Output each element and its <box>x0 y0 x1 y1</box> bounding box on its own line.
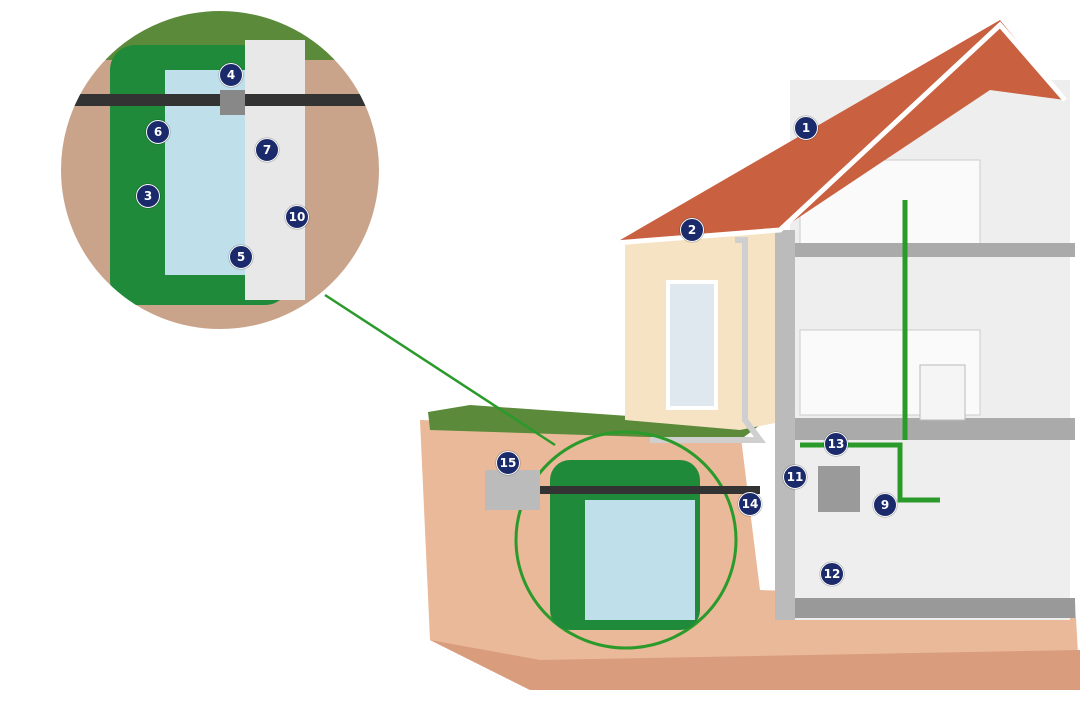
inset-border <box>59 9 381 331</box>
label-1: 1 <box>794 116 818 140</box>
lawn <box>428 405 760 440</box>
water-pipe <box>800 200 940 503</box>
label-3: 3 <box>136 184 160 208</box>
label-9: 9 <box>873 493 897 517</box>
label-15: 15 <box>496 451 520 475</box>
washing-machine <box>919 364 966 421</box>
roof <box>615 20 1065 243</box>
floor-2 <box>790 418 1075 440</box>
tank-connector-circle <box>514 430 738 650</box>
label-10: 10 <box>285 205 309 229</box>
label-7: 7 <box>255 138 279 162</box>
tank-detail-inset <box>60 10 380 330</box>
label-14: 14 <box>738 492 762 516</box>
label-5: 5 <box>229 245 253 269</box>
label-6: 6 <box>146 120 170 144</box>
pump-unit <box>818 466 860 512</box>
label-2: 2 <box>680 218 704 242</box>
zoom-connector-line <box>324 293 556 447</box>
window <box>666 280 718 410</box>
tank-water <box>585 500 695 620</box>
downpipe <box>650 237 766 443</box>
label-4: 4 <box>219 63 243 87</box>
filter-box <box>485 470 540 510</box>
label-13: 13 <box>824 432 848 456</box>
floor-1 <box>790 243 1075 257</box>
ground-front <box>430 640 1080 690</box>
label-11: 11 <box>783 465 807 489</box>
label-12: 12 <box>820 562 844 586</box>
floor-basement <box>790 598 1075 618</box>
wall-cut <box>775 230 795 620</box>
